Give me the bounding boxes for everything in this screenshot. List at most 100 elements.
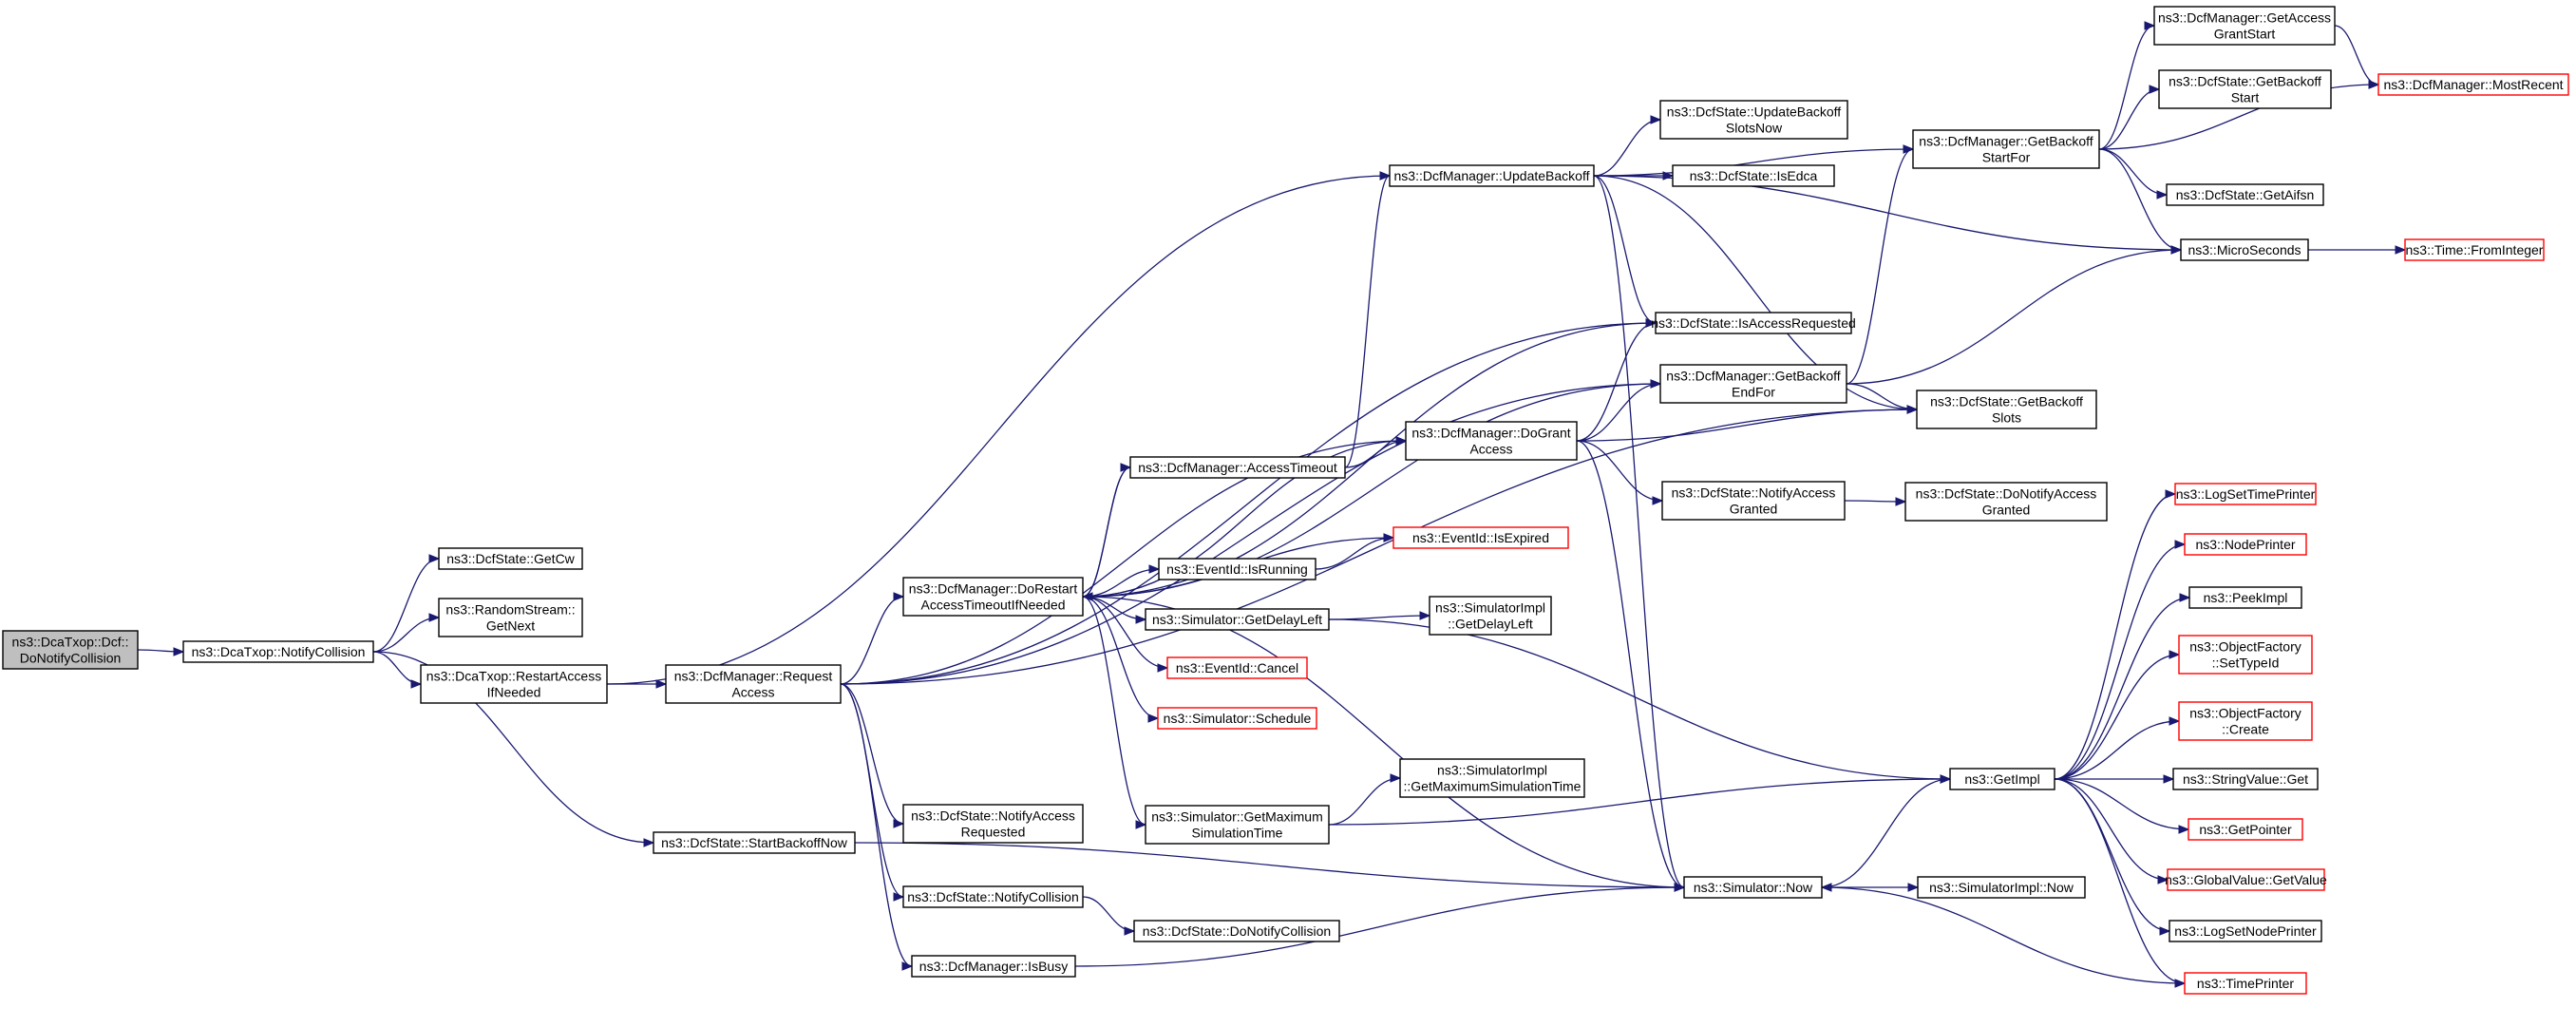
function-node-dsnc[interactable]: ns3::DcfState::NotifyCollision [902, 885, 1084, 908]
call-edge-gbef-to-gbsl [1846, 383, 1919, 414]
function-node-gdl[interactable]: ns3::Simulator::GetDelayLeft [1145, 608, 1330, 631]
function-node-sigdl[interactable]: ns3::SimulatorImpl::GetDelayLeft [1429, 596, 1552, 636]
function-node-label: EndFor [1732, 385, 1775, 400]
function-node-label: ns3::NodePrinter [2195, 537, 2295, 552]
function-node-at[interactable]: ns3::DcfManager::AccessTimeout [1129, 456, 1346, 479]
function-node-label: ns3::Time::FromInteger [2406, 242, 2544, 257]
function-node-label: ns3::DcfManager::UpdateBackoff [1394, 168, 1590, 183]
function-node-label: ns3::SimulatorImpl [1437, 763, 1547, 778]
function-node-dsdnc[interactable]: ns3::DcfState::DoNotifyCollision [1133, 920, 1340, 942]
function-node-label: ns3::DcaTxop::Dcf:: [12, 635, 129, 650]
function-node-fi[interactable]: ns3::Time::FromInteger [2404, 238, 2545, 261]
function-node-label: ns3::DcfState::NotifyAccess [1672, 485, 1836, 501]
function-node-label: GetNext [486, 618, 535, 634]
call-edge-dratin-to-now [1082, 596, 1686, 892]
function-node-nc[interactable]: ns3::DcaTxop::NotifyCollision [182, 640, 374, 663]
call-edge-dga-to-gbsl [1576, 405, 1919, 442]
call-edge-gbsf-to-aifsn [2098, 148, 2169, 200]
function-node-gp[interactable]: ns3::GetPointer [2188, 818, 2303, 841]
call-edge-gbsf-to-micro [2098, 148, 2183, 255]
function-node-isexp[interactable]: ns3::EventId::IsExpired [1392, 526, 1569, 549]
function-node-isbusy[interactable]: ns3::DcfManager::IsBusy [911, 955, 1076, 978]
function-node-ub[interactable]: ns3::DcfManager::UpdateBackoff [1389, 164, 1595, 187]
function-node-label: ns3::ObjectFactory [2189, 639, 2301, 655]
call-edge-micro-to-fi [2308, 245, 2407, 255]
call-edge-getimpl-to-ofst [2054, 650, 2181, 780]
function-node-gmst[interactable]: ns3::Simulator::GetMaximumSimulationTime [1145, 805, 1330, 845]
call-edge-getimpl-to-np [2054, 540, 2187, 780]
function-node-label: ::Create [2222, 722, 2269, 737]
function-node-label: ns3::PeekImpl [2204, 590, 2288, 605]
function-node-isrun[interactable]: ns3::EventId::IsRunning [1158, 558, 1316, 580]
function-node-sbn[interactable]: ns3::DcfState::StartBackoffNow [653, 831, 856, 854]
function-node-label: ns3::DcfState::GetBackoff [2169, 74, 2321, 89]
call-edge-at-to-ub [1344, 171, 1392, 468]
function-node-ofst[interactable]: ns3::ObjectFactory::SetTypeId [2178, 635, 2313, 675]
function-node-label: GrantStart [2214, 27, 2276, 42]
function-node-label: ns3::GetImpl [1964, 771, 2039, 787]
function-node-sched[interactable]: ns3::Simulator::Schedule [1157, 707, 1317, 730]
function-node-micro[interactable]: ns3::MicroSeconds [2180, 238, 2309, 261]
function-node-svg[interactable]: ns3::StringValue::Get [2172, 768, 2319, 790]
call-edge-ub-to-now [1593, 175, 1686, 892]
function-node-label: Requested [961, 825, 1026, 840]
call-edge-dratin-to-isrun [1082, 564, 1161, 598]
function-node-ofc[interactable]: ns3::ObjectFactory::Create [2178, 701, 2313, 741]
function-node-aifsn[interactable]: ns3::DcfState::GetAifsn [2166, 183, 2324, 206]
function-node-label: Access [731, 685, 774, 700]
function-node-label: Access [1469, 442, 1512, 457]
function-node-cancel[interactable]: ns3::EventId::Cancel [1166, 656, 1308, 679]
function-node-sigmst[interactable]: ns3::SimulatorImpl::GetMaximumSimulation… [1399, 758, 1585, 798]
function-node-label: ns3::DcfManager::Request [674, 669, 833, 684]
function-node-rsgn[interactable]: ns3::RandomStream::GetNext [438, 598, 583, 637]
call-edge-dratin-to-cancel [1082, 596, 1169, 673]
function-node-label: ns3::DcfState::DoNotifyCollision [1143, 923, 1331, 939]
function-node-peek[interactable]: ns3::PeekImpl [2188, 586, 2302, 609]
function-node-getimpl[interactable]: ns3::GetImpl [1949, 768, 2055, 790]
function-node-iar[interactable]: ns3::DcfState::IsAccessRequested [1651, 312, 1856, 334]
call-edge-nc-to-getcw [372, 554, 441, 653]
call-edge-gbef-to-gbsf [1846, 144, 1915, 385]
function-node-label: ns3::GetPointer [2199, 822, 2292, 837]
function-node-label: ns3::DcfState::NotifyAccess [911, 808, 1075, 824]
function-node-isedca[interactable]: ns3::DcfState::IsEdca [1672, 164, 1835, 187]
function-node-label: Start [2231, 90, 2260, 105]
call-edge-gdl-to-sigdl [1328, 611, 1431, 620]
function-node-getcw[interactable]: ns3::DcfState::GetCw [438, 547, 583, 570]
call-edge-ra-to-dsnar [840, 683, 905, 828]
function-node-lstp[interactable]: ns3::LogSetTimePrinter [2174, 483, 2317, 505]
function-node-tp[interactable]: ns3::TimePrinter [2184, 972, 2307, 995]
call-edge-getimpl-to-peek [2054, 593, 2191, 780]
function-node-label: Granted [1730, 502, 1778, 517]
function-node-label: ns3::Simulator::GetDelayLeft [1152, 612, 1322, 627]
call-edge-gbsf-to-gags [2098, 21, 2156, 150]
function-node-dratin[interactable]: ns3::DcfManager::DoRestartAccessTimeoutI… [902, 577, 1084, 617]
function-node-lsnp[interactable]: ns3::LogSetNodePrinter [2169, 920, 2322, 942]
function-node-gvgv[interactable]: ns3::GlobalValue::GetValue [2165, 868, 2327, 891]
function-node-sinow[interactable]: ns3::SimulatorImpl::Now [1917, 876, 2086, 899]
function-node-np[interactable]: ns3::NodePrinter [2184, 533, 2307, 556]
function-node-label: ns3::EventId::IsExpired [1412, 530, 1549, 545]
call-edge-getimpl-to-lstp [2054, 489, 2177, 780]
function-node-now[interactable]: ns3::Simulator::Now [1683, 876, 1823, 899]
call-edge-ra-to-dratin [840, 592, 905, 685]
call-edge-gbsf-to-gbs [2098, 85, 2161, 150]
call-edge-dga-to-gbef [1576, 379, 1662, 442]
function-node-label: ns3::DcfManager::DoGrant [1411, 426, 1570, 441]
function-node-mr[interactable]: ns3::DcfManager::MostRecent [2377, 73, 2569, 96]
function-node-label: ns3::DcfManager::AccessTimeout [1138, 460, 1337, 475]
call-edge-ub-to-usn [1593, 115, 1662, 177]
